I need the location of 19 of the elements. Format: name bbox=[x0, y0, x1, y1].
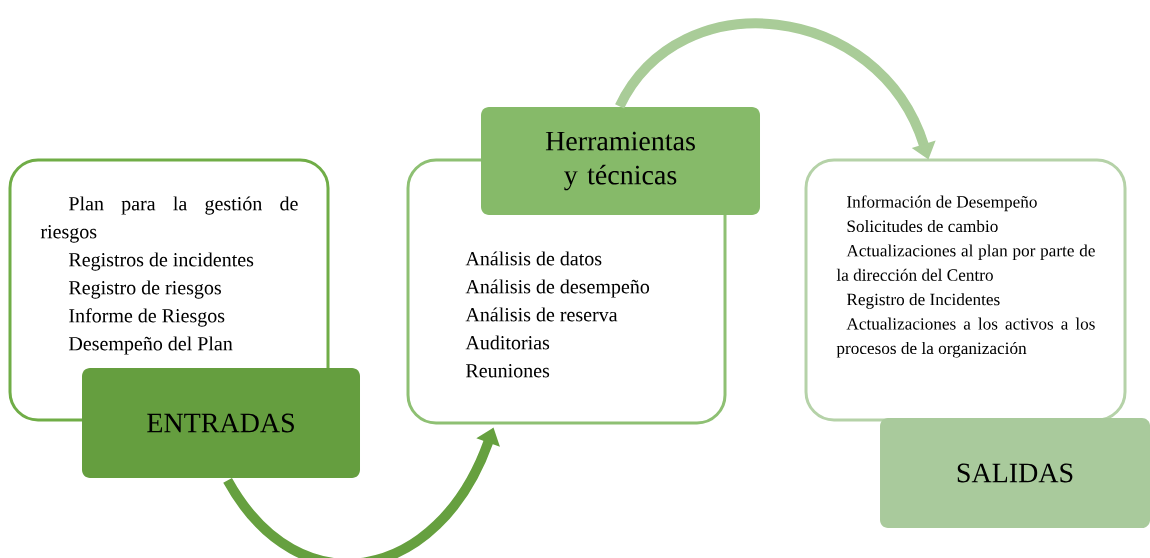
list-item: Reuniones bbox=[465, 364, 550, 378]
list-item: Análisis de desempeño bbox=[465, 279, 650, 298]
list-item: Solicitudes de cambio bbox=[847, 220, 998, 233]
list-item: Actualizaciones a los activos a los procesos de la organización bbox=[836, 317, 1095, 358]
list-box bbox=[804, 158, 1127, 422]
list-item: Auditorias bbox=[465, 335, 550, 350]
header-box: ENTRADAS bbox=[82, 368, 360, 478]
list-item: Información de Desempeño bbox=[847, 195, 1037, 212]
header-box: Herramientas y técnicas bbox=[481, 107, 760, 215]
list-item: Registro de riesgos bbox=[68, 280, 221, 299]
list-item: Informe de Riesgos bbox=[69, 308, 225, 327]
list-item: Registro de Incidentes bbox=[846, 293, 1000, 309]
list-item: Registros de incidentes bbox=[68, 252, 254, 271]
list-item: Análisis de datos bbox=[465, 251, 602, 266]
list-item: Análisis de reserva bbox=[465, 307, 618, 322]
header-box: SALIDAS bbox=[880, 418, 1150, 528]
list-item: Actualizaciones al plan por parte de la dirección del Centro bbox=[836, 244, 1095, 281]
list-item: Desempeño del Plan bbox=[68, 336, 233, 355]
list-item: Plan para la gestión de riesgos bbox=[40, 196, 298, 243]
